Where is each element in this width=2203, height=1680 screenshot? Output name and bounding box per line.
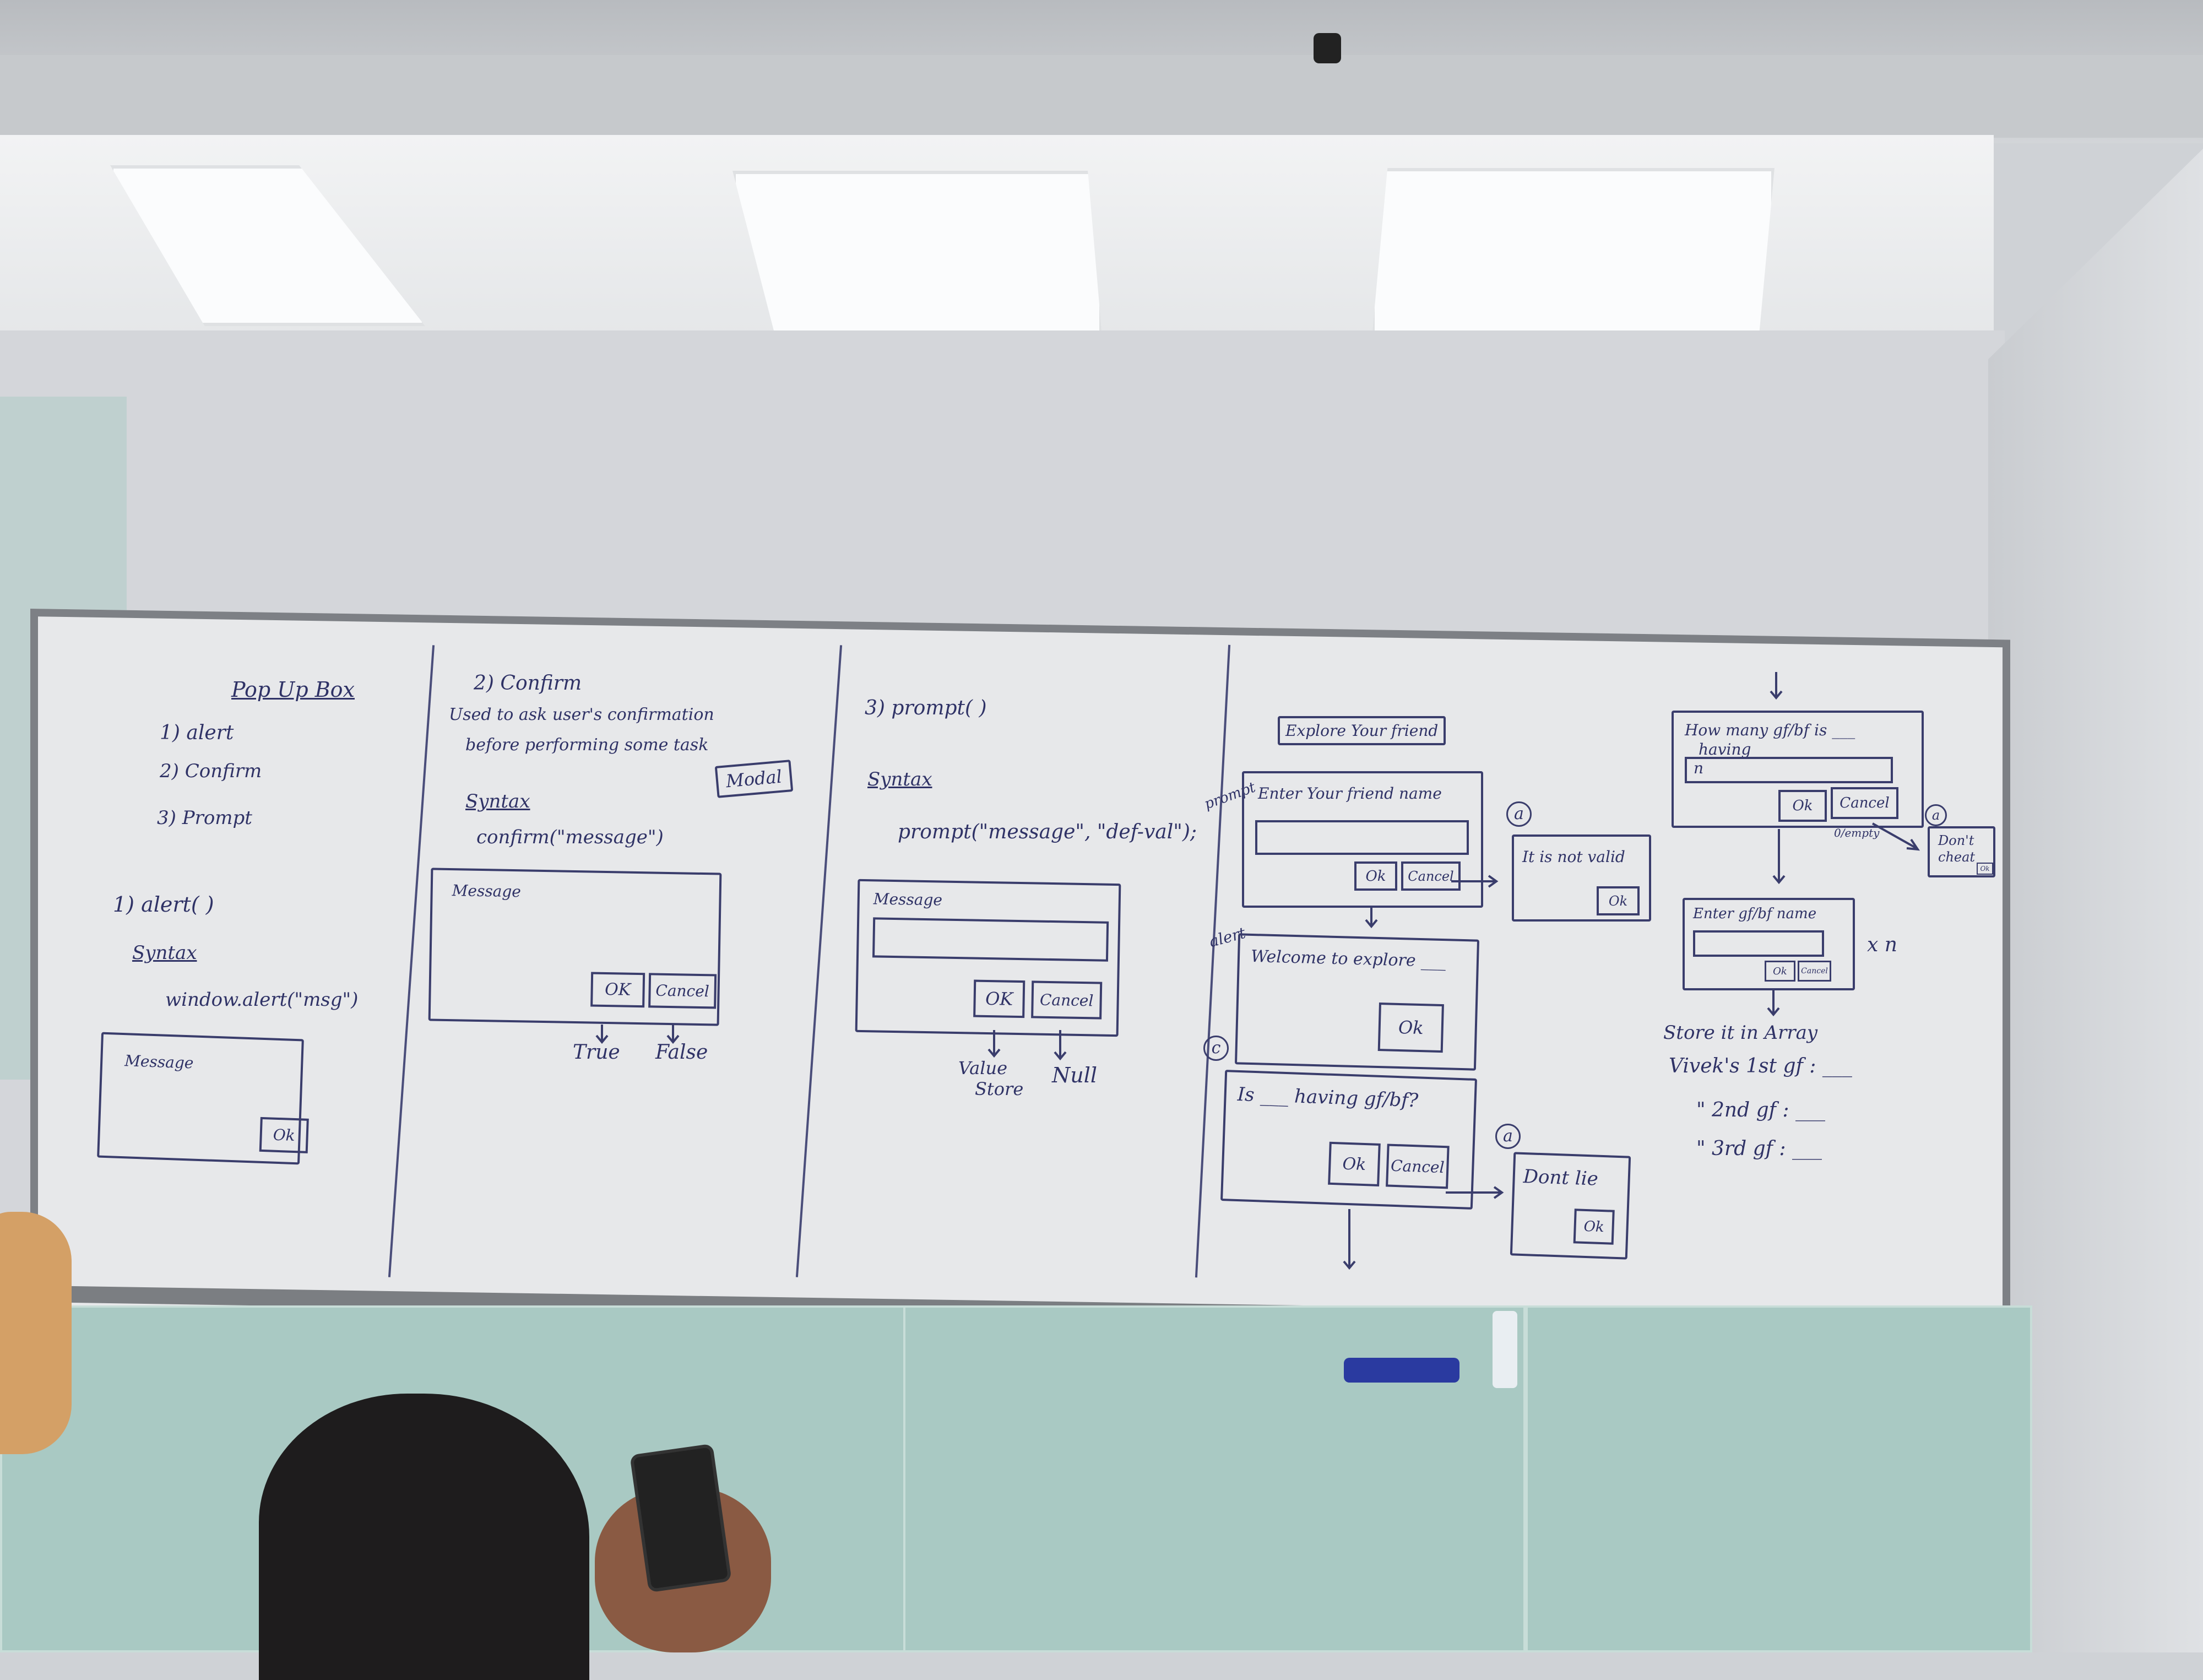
col1-item-alert: 1) alert — [160, 722, 234, 744]
how-many-cancel-button: Cancel — [1831, 787, 1898, 819]
how-many-dialog: How many gf/bf is ___ having n Ok Cancel — [1672, 711, 1924, 828]
enter-friend-label: Enter Your friend name — [1258, 784, 1442, 803]
times-n-note: x n — [1867, 934, 1897, 956]
cloth — [1344, 1358, 1459, 1383]
enter-friend-cancel-button: Cancel — [1401, 861, 1461, 891]
how-many-line1: How many gf/bf is ___ — [1685, 721, 1855, 739]
enter-gf-dialog: Enter gf/bf name Ok Cancel — [1683, 898, 1855, 990]
how-many-field: n — [1685, 757, 1893, 783]
enter-friend-field — [1255, 820, 1469, 855]
ceiling-beam — [0, 55, 2203, 138]
col2-desc-line2: before performing some task — [465, 735, 709, 755]
col3-heading: 3) prompt( ) — [865, 697, 987, 719]
dont-cheat-line1: Don't — [1938, 833, 1974, 848]
col3-syntax-code: prompt("message", "def-val"); — [898, 821, 1197, 843]
not-valid-label: It is not valid — [1522, 848, 1625, 866]
prompt-value-line2: Store — [975, 1079, 1024, 1099]
not-valid-ok-button: Ok — [1597, 886, 1640, 915]
col1-item-confirm: 2) Confirm — [160, 760, 262, 782]
mark-a-3: a — [1925, 804, 1947, 826]
not-valid-dialog: It is not valid Ok — [1512, 834, 1651, 922]
mark-a-2: a — [1495, 1124, 1521, 1149]
dont-cheat-ok-button: Ok — [1977, 863, 1993, 875]
prompt-value-line1: Value — [958, 1058, 1008, 1079]
enter-gf-field — [1693, 930, 1824, 957]
enter-friend-ok-button: Ok — [1354, 861, 1397, 891]
col2-heading: 2) Confirm — [474, 672, 582, 695]
how-many-line2: having — [1699, 740, 1751, 758]
dont-cheat-line2: cheat — [1938, 849, 1976, 865]
col1-syntax-code: window.alert("msg") — [165, 989, 359, 1011]
mark-a-1: a — [1506, 801, 1532, 827]
glass-panel-right — [1526, 1305, 2032, 1652]
person — [259, 1394, 589, 1680]
array-row-3: " 3rd gf : ___ — [1696, 1137, 1822, 1160]
dont-cheat-dialog: Don't cheat Ok — [1928, 826, 1995, 877]
array-row-2: " 2nd gf : ___ — [1696, 1099, 1825, 1121]
col3-syntax-label: Syntax — [867, 768, 932, 790]
col1-alert-heading: 1) alert( ) — [113, 892, 214, 917]
col2-syntax-label: Syntax — [465, 790, 530, 812]
enter-friend-dialog: Enter Your friend name Ok Cancel — [1242, 771, 1483, 908]
explore-friend-title: Explore Your friend — [1278, 716, 1446, 745]
col1-item-prompt: 3) Prompt — [157, 807, 252, 829]
col2-syntax-code: confirm("message") — [476, 826, 664, 848]
col1-title: Pop Up Box — [231, 678, 355, 702]
array-row-1: Vivek's 1st gf : ___ — [1669, 1055, 1852, 1077]
confirm-true-label: True — [573, 1041, 620, 1064]
enter-gf-label: Enter gf/bf name — [1693, 906, 1817, 922]
store-array-note: Store it in Array — [1663, 1022, 1818, 1044]
enter-gf-cancel-button: Cancel — [1798, 961, 1831, 982]
prompt-null-label: Null — [1052, 1063, 1098, 1087]
how-many-ok-button: Ok — [1778, 790, 1827, 822]
zero-empty-note: 0/empty — [1834, 826, 1880, 839]
ceiling-camera — [1314, 33, 1341, 63]
how-many-value: n — [1694, 759, 1704, 777]
col1-syntax-label: Syntax — [132, 942, 197, 964]
enter-gf-ok-button: Ok — [1765, 961, 1795, 982]
chair — [0, 1212, 72, 1454]
bottle — [1493, 1311, 1517, 1388]
confirm-false-label: False — [655, 1041, 708, 1064]
col2-desc-line1: Used to ask user's confirmation — [449, 705, 714, 724]
mark-c: c — [1203, 1036, 1229, 1061]
